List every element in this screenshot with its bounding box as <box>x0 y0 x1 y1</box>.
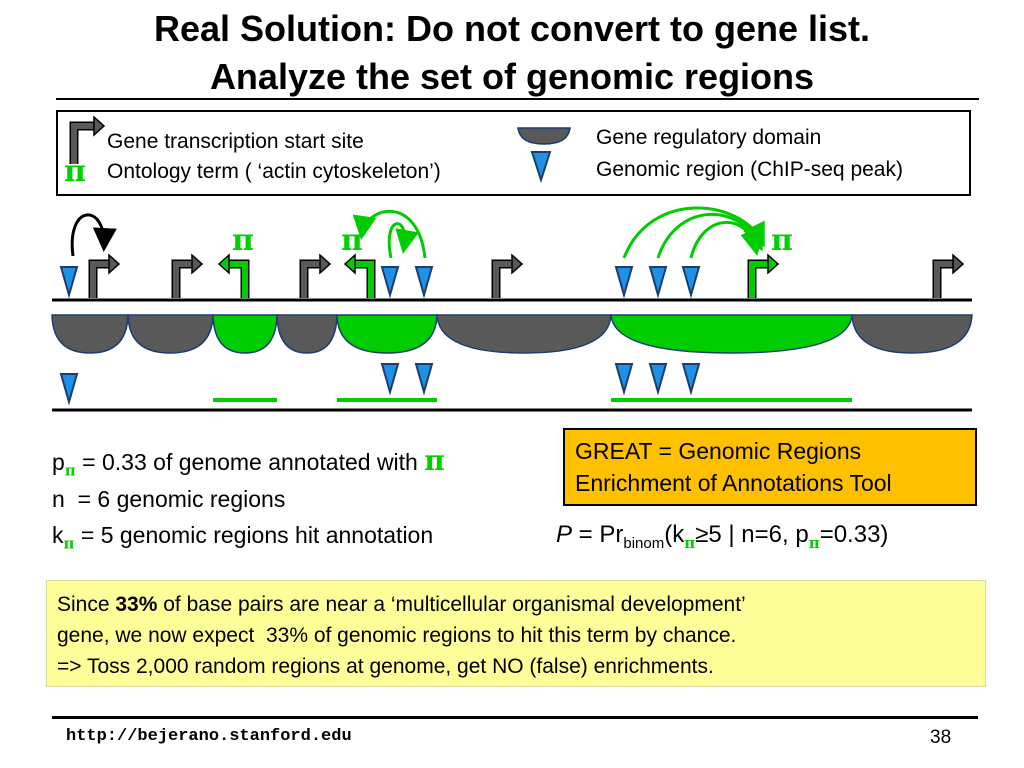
stat-p-sub-pi: π <box>64 461 76 480</box>
peak-icon <box>414 363 434 396</box>
great-definition-box: GREAT = Genomic Regions Enrichment of An… <box>563 428 977 506</box>
peak-icon <box>681 363 701 396</box>
explanation-note: Since 33% of base pairs are near a ‘mult… <box>46 580 986 687</box>
peak-icon <box>681 266 701 299</box>
peak-icon <box>414 266 434 299</box>
stat-k-text: = 5 genomic regions hit annotation <box>74 522 434 548</box>
formula-open: (k <box>664 521 685 548</box>
peak-icon <box>530 151 552 184</box>
regulatory-domain <box>436 314 612 354</box>
stat-p-text: = 0.33 of genome annotated with <box>75 449 425 475</box>
regulation-arc-annotated <box>352 209 427 259</box>
footer-url: http://bejerano.stanford.edu <box>66 727 352 746</box>
legend-pi-icon: π <box>64 154 86 189</box>
stat-p-pi-icon: π <box>424 444 445 477</box>
great-line2: Enrichment of Annotations Tool <box>575 470 892 496</box>
regulatory-domain-annotated <box>212 314 278 354</box>
note-line1: Since 33% of base pairs are near a ‘mult… <box>57 589 975 620</box>
stat-k-symbol: k <box>52 522 64 548</box>
footer-rule <box>52 716 978 719</box>
great-line1: GREAT = Genomic Regions <box>575 438 862 464</box>
stat-n-line: n = 6 genomic regions <box>52 486 286 512</box>
legend-ontology-label: Ontology term ( ‘actin cytoskeleton’) <box>107 160 441 183</box>
formula-pi-sub: π <box>808 533 820 552</box>
note-since: Since <box>57 593 116 616</box>
slide-title-line1: Real Solution: Do not convert to gene li… <box>153 8 871 49</box>
regulatory-domain-icon <box>517 127 571 145</box>
tss-arrow-annotated-icon <box>747 253 780 298</box>
tss-arrow-icon <box>88 253 121 298</box>
page-number: 38 <box>930 727 952 748</box>
tss-arrow-icon <box>171 253 204 298</box>
tss-arrow-icon <box>299 253 332 298</box>
stat-p-symbol: p <box>52 449 65 475</box>
tss-arrow-icon <box>69 115 106 164</box>
peak-icon <box>380 266 400 299</box>
diagram-pi-icon: π <box>341 223 363 258</box>
diagram-pi-icon: π <box>771 223 793 258</box>
regulatory-domain <box>51 314 129 354</box>
peak-icon <box>59 266 79 299</box>
stat-k-sub-pi: π <box>63 534 75 553</box>
peak-icon <box>380 363 400 396</box>
regulatory-domain <box>127 314 214 354</box>
regulatory-domain <box>276 314 338 354</box>
stat-p-line: pπ = 0.33 of genome annotated with π <box>52 446 445 486</box>
stat-k-line: kπ = 5 genomic regions hit annotation <box>52 520 433 559</box>
tss-arrow-icon <box>932 253 965 298</box>
note-line3: => Toss 2,000 random regions at genome, … <box>57 655 714 678</box>
peak-icon <box>648 363 668 396</box>
note-pct: 33% <box>115 593 158 616</box>
regulation-arc-annotated <box>689 221 765 259</box>
note-rest: of base pairs are near a ‘multicellular … <box>157 593 746 616</box>
tss-arrow-annotated-icon <box>343 253 376 298</box>
formula-end: =0.33) <box>819 521 889 548</box>
formula-pi-sub: π <box>684 533 696 552</box>
peak-icon <box>614 363 634 396</box>
binomial-formula: P = Prbinom(kπ≥5 | n=6, pπ=0.33) <box>556 520 888 559</box>
slide-title-line2: Analyze the set of genomic regions <box>209 56 815 97</box>
diagram-pi-icon: π <box>232 223 254 258</box>
peak-icon <box>59 373 79 406</box>
legend-icons <box>69 115 571 184</box>
regulatory-domain-annotated <box>336 314 438 354</box>
tss-arrow-annotated-icon <box>217 253 250 298</box>
formula-binom: binom <box>623 534 665 552</box>
legend-box <box>56 110 971 196</box>
formula-pr: = Pr <box>572 521 624 548</box>
regulatory-domain <box>851 314 973 354</box>
legend-region-label: Genomic region (ChIP-seq peak) <box>596 158 903 181</box>
regulation-arc <box>70 213 117 257</box>
formula-P: P <box>556 521 573 548</box>
genome-diagram <box>51 206 973 412</box>
formula-mid: ≥5 | n=6, p <box>695 521 809 548</box>
legend-tss-label: Gene transcription start site <box>107 130 364 153</box>
regulation-arc-annotated <box>387 222 419 259</box>
peak-icon <box>648 266 668 299</box>
regulatory-domain-annotated <box>610 314 853 354</box>
note-line2: gene, we now expect 33% of genomic regio… <box>57 624 737 647</box>
title-rule <box>56 98 979 100</box>
legend-domain-label: Gene regulatory domain <box>596 126 822 149</box>
peak-icon <box>614 266 634 299</box>
tss-arrow-icon <box>491 253 524 298</box>
